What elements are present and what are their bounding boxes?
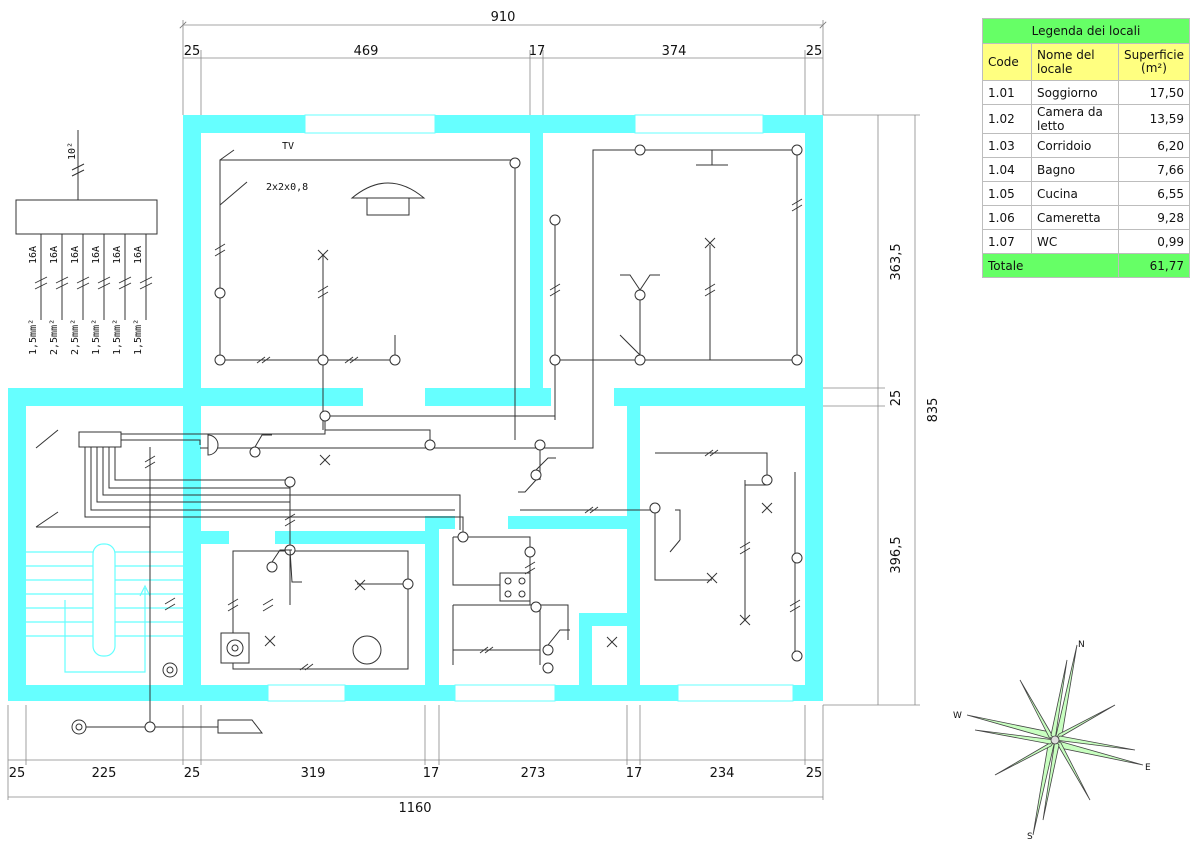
cable-1: 1,5mm² bbox=[28, 319, 39, 355]
breaker-3: 16A bbox=[70, 246, 81, 264]
dimension-labels: 910 25 469 17 374 25 363,5 25 396,5 835 … bbox=[9, 10, 941, 816]
header-area: Superficie (m²) bbox=[1117, 43, 1191, 81]
dim-top-2: 469 bbox=[354, 44, 379, 59]
cable-4: 1,5mm² bbox=[91, 319, 102, 355]
room-code: 1.05 bbox=[982, 181, 1032, 206]
room-area: 17,50 bbox=[1117, 80, 1191, 105]
header-code: Code bbox=[982, 43, 1032, 81]
legend-row: 1.07 WC 0,99 bbox=[982, 229, 1191, 254]
header-name: Nome del locale bbox=[1031, 43, 1119, 81]
room-legend-table: Legenda dei locali Code Nome del locale … bbox=[982, 18, 1191, 278]
cable-marks bbox=[144, 198, 803, 671]
compass-w: W bbox=[953, 711, 962, 721]
dim-bottom-4: 319 bbox=[301, 766, 326, 781]
cable-6: 1,5mm² bbox=[133, 319, 144, 355]
wiring bbox=[36, 149, 798, 728]
distribution-panel bbox=[15, 130, 158, 320]
dim-bottom-7: 17 bbox=[626, 766, 643, 781]
compass-s: S bbox=[1027, 832, 1033, 842]
light-points bbox=[264, 237, 773, 648]
staircase bbox=[26, 543, 183, 673]
legend-title-row: Legenda dei locali bbox=[982, 18, 1190, 44]
dim-bottom-2: 225 bbox=[92, 766, 117, 781]
room-area: 7,66 bbox=[1117, 157, 1191, 182]
room-area: 13,59 bbox=[1117, 104, 1191, 134]
legend-row: 1.04 Bagno 7,66 bbox=[982, 157, 1191, 182]
compass-rose: N S E W bbox=[953, 640, 1151, 842]
room-name: Cameretta bbox=[1031, 205, 1119, 230]
breaker-2: 16A bbox=[49, 246, 60, 264]
panel-labels: 10² 16A 16A 16A 16A 16A 16A 1,5mm² 2,5mm… bbox=[28, 142, 144, 355]
cable-5: 1,5mm² bbox=[112, 319, 123, 355]
room-code: 1.02 bbox=[982, 104, 1032, 134]
dim-bottom-5: 17 bbox=[423, 766, 440, 781]
supply-label: 10² bbox=[67, 142, 78, 160]
cable-2: 2,5mm² bbox=[49, 319, 60, 355]
dim-bottom-1: 25 bbox=[9, 766, 26, 781]
legend-title: Legenda dei locali bbox=[982, 18, 1190, 44]
room-area: 6,20 bbox=[1117, 133, 1191, 158]
switches bbox=[35, 149, 767, 646]
dim-bottom-8: 234 bbox=[710, 766, 735, 781]
breaker-5: 16A bbox=[112, 246, 123, 264]
breaker-1: 16A bbox=[28, 246, 39, 264]
room-name: Camera da letto bbox=[1031, 104, 1119, 134]
dim-top-total: 910 bbox=[491, 10, 516, 25]
room-code: 1.07 bbox=[982, 229, 1032, 254]
legend-row: 1.05 Cucina 6,55 bbox=[982, 181, 1191, 206]
compass-e: E bbox=[1145, 763, 1151, 773]
phone-cable-label: 2x2x0,8 bbox=[266, 182, 308, 193]
room-code: 1.06 bbox=[982, 205, 1032, 230]
legend-total-row: Totale 61,77 bbox=[982, 253, 1191, 278]
legend-row: 1.06 Cameretta 9,28 bbox=[982, 205, 1191, 230]
room-area: 0,99 bbox=[1117, 229, 1191, 254]
breaker-6: 16A bbox=[133, 246, 144, 264]
legend-row: 1.02 Camera da letto 13,59 bbox=[982, 104, 1191, 134]
breaker-4: 16A bbox=[91, 246, 102, 264]
legend-header-row: Code Nome del locale Superficie (m²) bbox=[982, 43, 1191, 81]
legend-row: 1.03 Corridoio 6,20 bbox=[982, 133, 1191, 158]
tv-label: TV bbox=[282, 141, 294, 152]
legend-row: 1.01 Soggiorno 17,50 bbox=[982, 80, 1191, 105]
dim-top-1: 25 bbox=[184, 44, 201, 59]
dim-bottom-9: 25 bbox=[806, 766, 823, 781]
room-code: 1.03 bbox=[982, 133, 1032, 158]
room-name: WC bbox=[1031, 229, 1119, 254]
room-name: Cucina bbox=[1031, 181, 1119, 206]
total-area: 61,77 bbox=[1117, 253, 1191, 278]
dim-right-1: 363,5 bbox=[889, 243, 904, 280]
header-area-line1: Superficie bbox=[1123, 48, 1184, 62]
cable-3: 2,5mm² bbox=[70, 319, 81, 355]
header-area-line2: (m²) bbox=[1141, 61, 1167, 75]
dim-right-2: 25 bbox=[889, 390, 904, 407]
dim-top-3: 17 bbox=[529, 44, 546, 59]
text-annotations: TV 2x2x0,8 bbox=[266, 141, 308, 193]
room-code: 1.01 bbox=[982, 80, 1032, 105]
room-name: Bagno bbox=[1031, 157, 1119, 182]
room-name: Corridoio bbox=[1031, 133, 1119, 158]
dim-bottom-total: 1160 bbox=[398, 801, 431, 816]
dim-top-4: 374 bbox=[662, 44, 687, 59]
dim-right-3: 396,5 bbox=[889, 536, 904, 573]
total-label: Totale bbox=[982, 253, 1119, 278]
room-area: 6,55 bbox=[1117, 181, 1191, 206]
room-name: Soggiorno bbox=[1031, 80, 1119, 105]
room-area: 9,28 bbox=[1117, 205, 1191, 230]
room-code: 1.04 bbox=[982, 157, 1032, 182]
dim-bottom-6: 273 bbox=[521, 766, 546, 781]
compass-n: N bbox=[1078, 640, 1085, 650]
dim-bottom-3: 25 bbox=[184, 766, 201, 781]
dimension-lines bbox=[7, 20, 920, 800]
dim-right-total: 835 bbox=[926, 398, 941, 423]
dim-top-5: 25 bbox=[806, 44, 823, 59]
windows bbox=[267, 114, 794, 702]
